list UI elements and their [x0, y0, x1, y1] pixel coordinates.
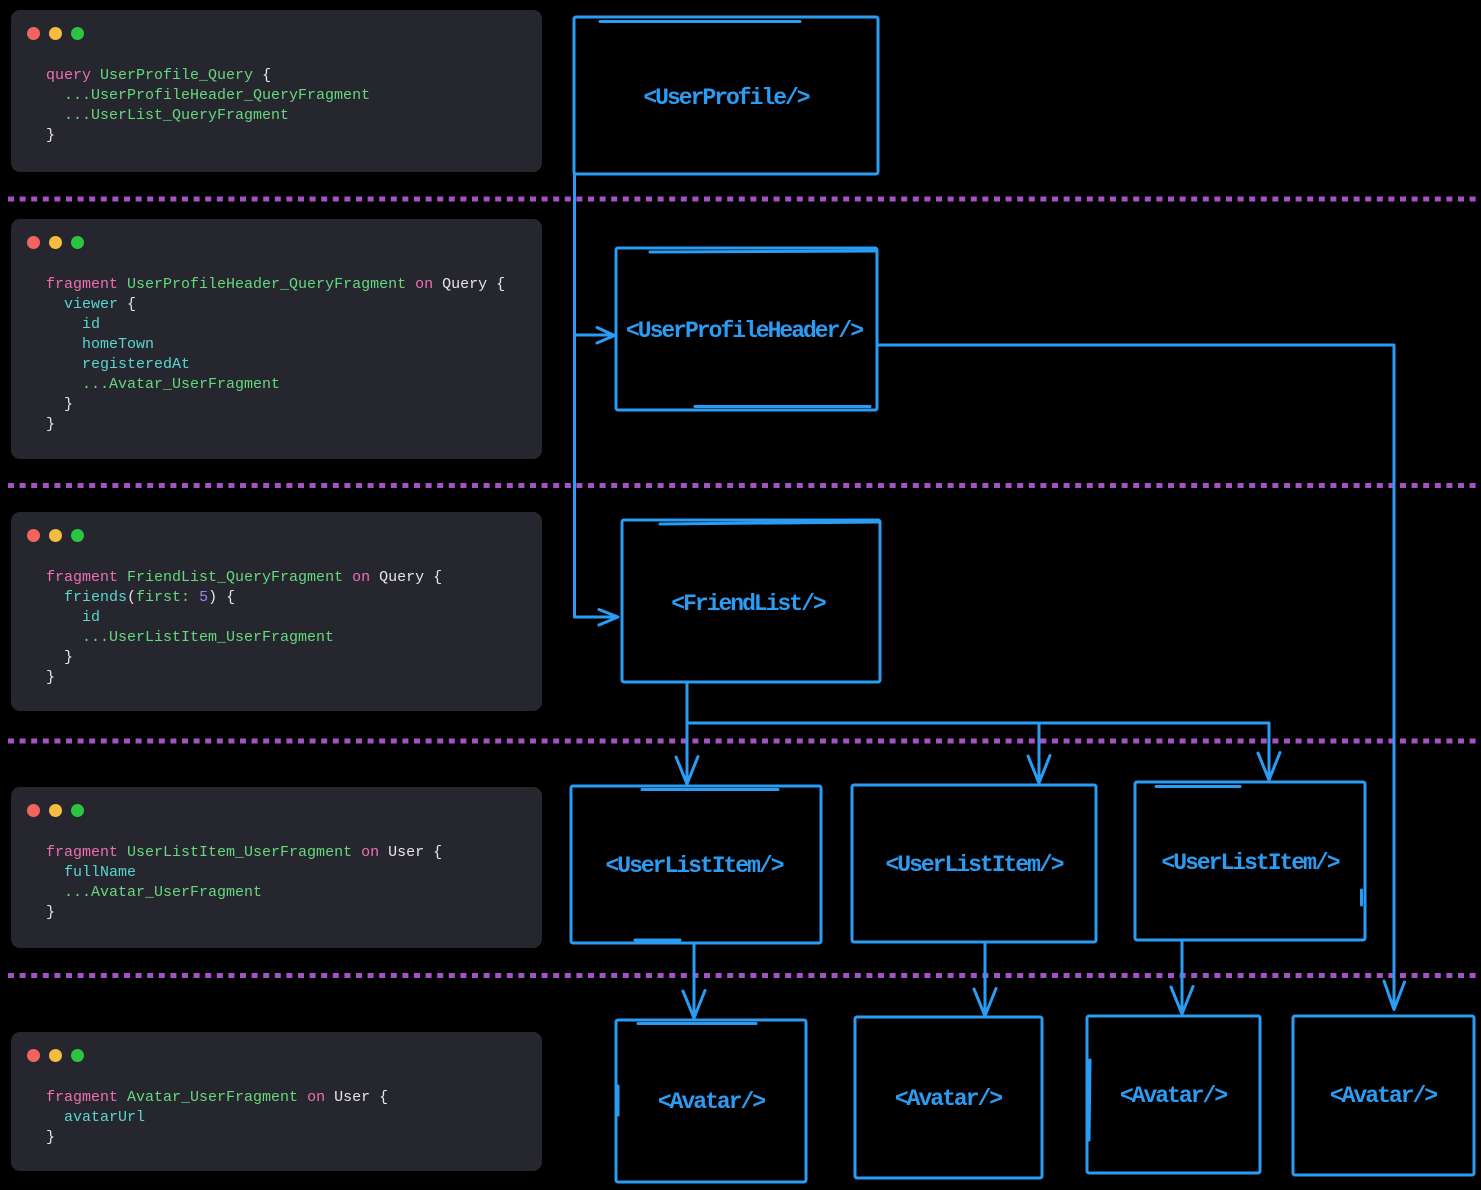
svg-text:<Avatar/>: <Avatar/>	[1120, 1083, 1227, 1109]
svg-text:<UserProfile/>: <UserProfile/>	[643, 85, 809, 111]
svg-text:<Avatar/>: <Avatar/>	[1330, 1083, 1437, 1109]
svg-text:<FriendList/>: <FriendList/>	[671, 591, 826, 617]
svg-text:<Avatar/>: <Avatar/>	[895, 1086, 1002, 1112]
svg-text:<Avatar/>: <Avatar/>	[658, 1089, 765, 1115]
svg-text:<UserProfileHeader/>: <UserProfileHeader/>	[626, 318, 863, 344]
svg-text:<UserListItem/>: <UserListItem/>	[605, 853, 783, 879]
svg-text:<UserListItem/>: <UserListItem/>	[1161, 850, 1339, 876]
svg-text:<UserListItem/>: <UserListItem/>	[885, 852, 1063, 878]
